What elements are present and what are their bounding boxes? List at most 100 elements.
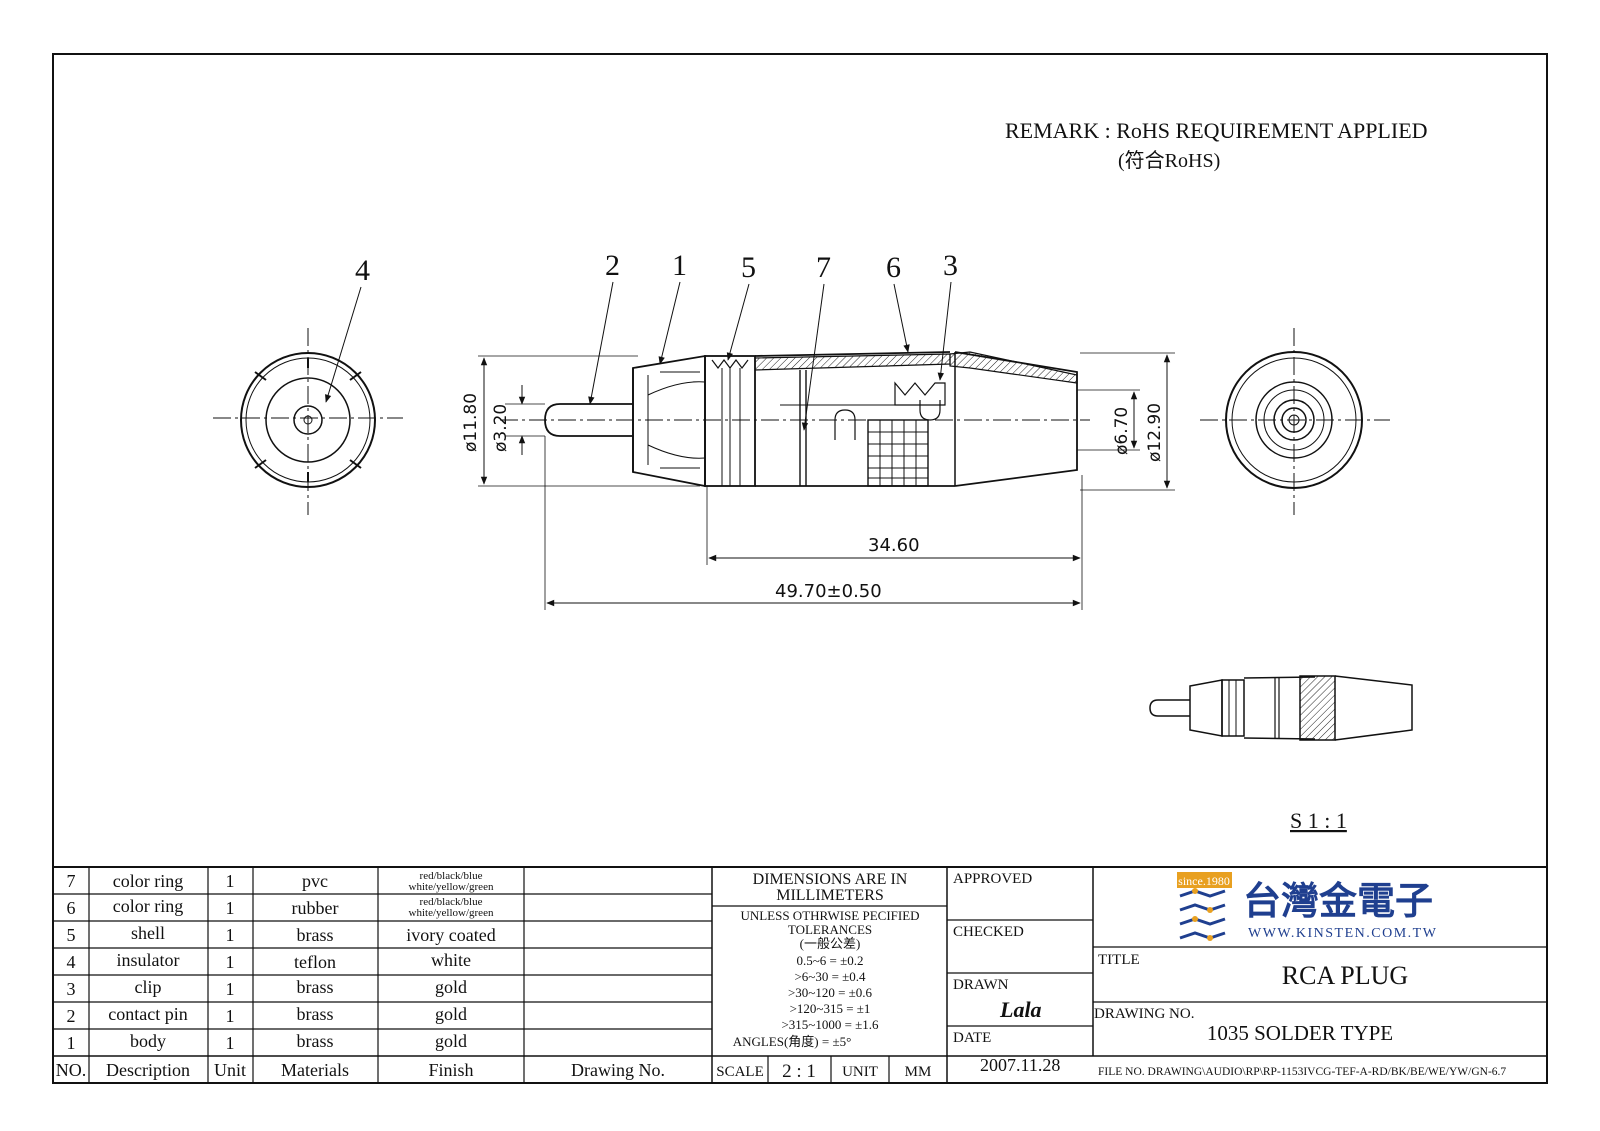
- tolerance-row: >6~30 = ±0.4: [794, 969, 866, 984]
- bom-description: clip: [135, 977, 162, 997]
- balloon-7: 7: [816, 251, 831, 284]
- bom-material: pvc: [302, 871, 328, 891]
- company-url: WWW.KINSTEN.COM.TW: [1248, 926, 1437, 941]
- bom-no: 4: [67, 952, 76, 972]
- balloon-4: 4: [355, 254, 370, 287]
- tolerance-row: >30~120 = ±0.6: [788, 985, 873, 1000]
- drawing-no-label: DRAWING NO.: [1094, 1006, 1194, 1022]
- dim-dia-6-70: ø6.70: [1112, 407, 1132, 455]
- bom-table: 7 color ring 1 pvc red/black/blue white/…: [56, 870, 665, 1080]
- dim-dia-3-20: ø3.20: [491, 404, 511, 452]
- since-badge-text: since.1980: [1178, 874, 1230, 888]
- bom-material: brass: [297, 1031, 334, 1051]
- dim-dia-11-80: ø11.80: [461, 393, 481, 452]
- tolerance-heading-3: (一般公差): [800, 936, 861, 951]
- dim-dia-12-90: ø12.90: [1145, 403, 1165, 462]
- bom-header-no: NO.: [56, 1060, 87, 1080]
- company-name: 台灣金電子: [1243, 879, 1433, 923]
- dimensions-unit-line-1: DIMENSIONS ARE IN: [753, 871, 908, 888]
- bom-header-drawing-no: Drawing No.: [571, 1060, 665, 1080]
- bom-unit: 1: [226, 898, 235, 918]
- bom-finish: gold: [435, 977, 467, 997]
- right-end-view: [1200, 328, 1390, 515]
- bom-no: 7: [67, 871, 76, 891]
- balloon-5: 5: [741, 251, 756, 284]
- circuit-logo-icon: [1179, 888, 1226, 941]
- unit-label: UNIT: [842, 1064, 878, 1080]
- balloon-6: 6: [886, 251, 901, 284]
- rca-plug-side-view: [500, 351, 1090, 488]
- bom-description: body: [130, 1031, 166, 1051]
- bom-unit: 1: [226, 871, 235, 891]
- bom-header-unit: Unit: [214, 1060, 246, 1080]
- bom-row: 7 color ring 1 pvc red/black/blue white/…: [67, 870, 494, 893]
- bom-description: insulator: [117, 950, 180, 970]
- bom-no: 1: [67, 1033, 76, 1053]
- bom-no: 5: [67, 925, 76, 945]
- bom-description: color ring: [113, 896, 183, 916]
- balloon-3: 3: [943, 249, 958, 282]
- bom-finish: white/yellow/green: [409, 907, 494, 919]
- tolerance-heading-1: UNLESS OTHRWISE PECIFIED: [740, 908, 919, 923]
- title-value: RCA PLUG: [1282, 961, 1408, 990]
- plug-thumbnail: [1149, 675, 1413, 741]
- since-badge: [1177, 872, 1232, 888]
- bom-no: 3: [67, 979, 76, 999]
- bom-row: 1 body 1 brass gold: [67, 1031, 468, 1053]
- bom-finish: gold: [435, 1031, 467, 1051]
- bom-material: teflon: [294, 952, 336, 972]
- title-label: TITLE: [1098, 952, 1140, 968]
- bom-unit: 1: [226, 1006, 235, 1026]
- checked-label: CHECKED: [953, 924, 1024, 940]
- bom-no: 2: [67, 1006, 76, 1026]
- bom-finish: red/black/blue: [420, 896, 483, 908]
- bom-row: 6 color ring 1 rubber red/black/blue whi…: [67, 896, 494, 919]
- left-end-view: [213, 328, 403, 515]
- title-block-lines: [53, 866, 1547, 1083]
- tolerance-row: >120~315 = ±1: [790, 1001, 871, 1016]
- tolerance-heading-2: TOLERANCES: [788, 922, 872, 937]
- bom-unit: 1: [226, 952, 235, 972]
- bom-description: color ring: [113, 871, 183, 891]
- scale-note: S 1 : 1: [1290, 808, 1347, 833]
- bom-material: brass: [297, 925, 334, 945]
- bom-unit: 1: [226, 1033, 235, 1053]
- remark-line-2: (符合RoHS): [1118, 149, 1220, 172]
- bom-row: 5 shell 1 brass ivory coated: [67, 923, 496, 945]
- bom-finish: ivory coated: [406, 925, 495, 945]
- unit-value: MM: [905, 1064, 932, 1080]
- drawing-no-value: 1035 SOLDER TYPE: [1207, 1021, 1393, 1045]
- balloon-1: 1: [672, 249, 687, 282]
- bom-header-materials: Materials: [281, 1060, 349, 1080]
- bom-material: brass: [297, 977, 334, 997]
- dim-length-49-70: 49.70±0.50: [775, 581, 882, 602]
- bom-material: brass: [297, 1004, 334, 1024]
- bom-header-description: Description: [106, 1060, 190, 1080]
- bom-header-row: NO. Description Unit Materials Finish Dr…: [56, 1060, 665, 1080]
- tolerance-row: >315~1000 = ±1.6: [781, 1017, 879, 1032]
- bom-finish: white/yellow/green: [409, 881, 494, 893]
- bom-unit: 1: [226, 925, 235, 945]
- bom-material: rubber: [292, 898, 339, 918]
- scale-value: 2 : 1: [782, 1061, 816, 1082]
- bom-unit: 1: [226, 979, 235, 999]
- bom-description: contact pin: [108, 1004, 187, 1024]
- bom-no: 6: [67, 898, 76, 918]
- tolerance-row: 0.5~6 = ±0.2: [797, 953, 864, 968]
- file-no: FILE NO. DRAWING\AUDIO\RP\RP-1153IVCG-TE…: [1098, 1066, 1506, 1078]
- tolerance-row: ANGLES(角度) = ±5°: [733, 1034, 852, 1049]
- tolerance-block: DIMENSIONS ARE IN MILLIMETERS UNLESS OTH…: [733, 871, 920, 1049]
- bom-description: shell: [131, 923, 165, 943]
- bom-finish: gold: [435, 1004, 467, 1024]
- company-logo: since.1980 台灣金電子 WWW.KINSTEN.COM.TW: [1177, 872, 1437, 941]
- date-value: 2007.11.28: [980, 1055, 1060, 1075]
- balloon-2: 2: [605, 249, 620, 282]
- bom-header-finish: Finish: [428, 1060, 473, 1080]
- scale-label: SCALE: [716, 1064, 764, 1080]
- remark-line-1: REMARK : RoHS REQUIREMENT APPLIED: [1005, 118, 1428, 143]
- date-label: DATE: [953, 1030, 991, 1046]
- drawn-label: DRAWN: [953, 977, 1009, 993]
- drawn-by: Lala: [999, 997, 1042, 1022]
- bom-row: 2 contact pin 1 brass gold: [67, 1004, 468, 1026]
